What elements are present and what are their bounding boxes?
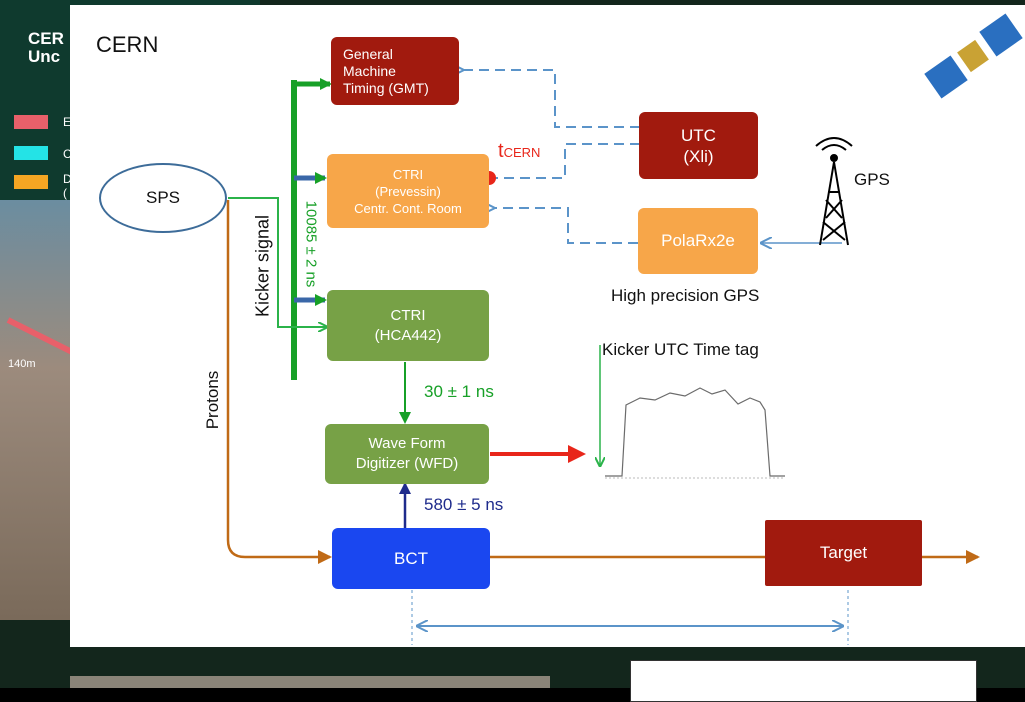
polarx-node-label: PolaRx2e — [661, 231, 735, 250]
wfd-delay-label: 30 ± 1 ns — [424, 382, 494, 401]
gmt-node: General Machine Timing (GMT) — [331, 37, 459, 105]
gps-tower-icon — [815, 137, 853, 246]
legend-swatch-cyan — [14, 146, 48, 160]
distance-label: 140m — [8, 358, 36, 370]
wfd-node-label: Wave Form Digitizer (WFD) — [355, 435, 459, 472]
protons-path — [226, 200, 332, 564]
gps-label: GPS — [854, 170, 890, 189]
background-title: CER Unc — [28, 30, 64, 66]
legend-text: C — [63, 147, 72, 161]
dashed-utc-to-gmt — [462, 70, 640, 128]
background-bottom-photo — [70, 676, 550, 688]
utc-node: UTC (Xli) — [639, 112, 758, 179]
dashed-polarx-to-ctri — [493, 208, 638, 244]
bct-node: BCT — [332, 528, 490, 589]
bct-delay-label: 580 ± 5 ns — [424, 495, 504, 514]
high-precision-gps-label: High precision GPS — [611, 286, 760, 305]
wfd-node: Wave Form Digitizer (WFD) — [325, 424, 489, 484]
utc-node-label: UTC (Xli) — [681, 125, 716, 166]
legend-text: E — [63, 115, 72, 129]
t-cern-label: tCERN — [498, 140, 540, 163]
sps-node-label: SPS — [145, 188, 181, 207]
kicker-signal-label: Kicker signal — [252, 214, 273, 318]
ctri-prevessin-node: CTRI (Prevessin) Centr. Cont. Room — [327, 154, 489, 228]
ctri-prevessin-label: CTRI (Prevessin) Centr. Cont. Room — [354, 166, 462, 216]
ctri-hca-label: CTRI (HCA442) — [374, 306, 442, 344]
legend-text: D — [63, 172, 72, 186]
sps-node: SPS — [99, 163, 227, 233]
target-node-label: Target — [819, 543, 868, 562]
background-photo — [0, 200, 75, 620]
t-cern-subscript: CERN — [503, 145, 541, 160]
satellite-icon — [924, 13, 1023, 99]
site-label: CERN — [96, 32, 159, 57]
gmt-node-label: General Machine Timing (GMT) — [343, 45, 429, 96]
legend-swatch-red — [14, 115, 48, 129]
background-title-line: CER — [28, 29, 64, 48]
waveform-trace — [605, 387, 785, 479]
legend-text: ( — [63, 186, 67, 200]
background-title-line: Unc — [28, 47, 61, 66]
t-cern-main: t — [498, 140, 504, 162]
target-node: Target — [765, 520, 922, 586]
legend-swatch-orange — [14, 175, 48, 189]
bct-node-label: BCT — [394, 548, 428, 568]
kicker-time-tag-label: Kicker UTC Time tag — [602, 340, 759, 359]
ctri-delay-label: 10085 ± 2 ns — [302, 200, 320, 288]
dashed-utc-to-ctri — [493, 143, 640, 178]
ctri-hca-node: CTRI (HCA442) — [327, 290, 489, 361]
polarx-node: PolaRx2e — [638, 208, 758, 274]
kicker-signal-line — [228, 197, 326, 327]
protons-label: Protons — [203, 370, 222, 430]
